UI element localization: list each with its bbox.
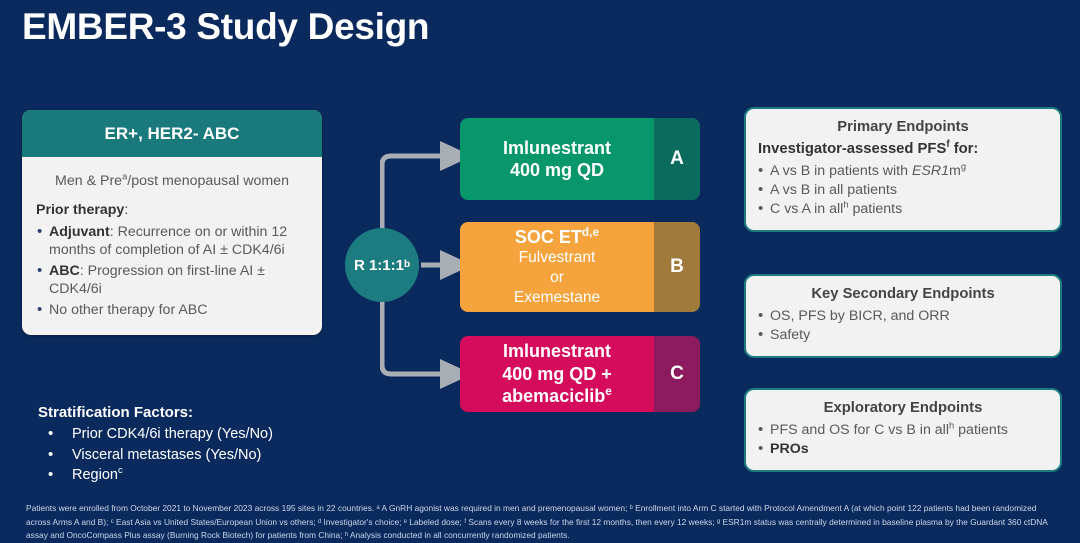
stratification-block: Stratification Factors: Prior CDK4/6i th… (38, 404, 338, 486)
list-item: Adjuvant: Recurrence on or within 12 mon… (36, 222, 308, 260)
treatment-arm-b: SOC ETd,e Fulvestrant or Exemestane B (460, 222, 700, 312)
list-item-text: Safety (770, 326, 811, 343)
primary-endpoints-panel: Primary Endpoints Investigator-assessed … (744, 107, 1062, 232)
arm-a-content: Imlunestrant 400 mg QD (460, 118, 654, 200)
arm-c-combo-text: abemaciclib (502, 386, 606, 407)
primary-endpoints-list: A vs B in patients with ESR1mg A vs B in… (758, 160, 1048, 219)
list-item-text: Region (72, 467, 118, 484)
prior-therapy-label: Prior therapy: (36, 201, 308, 219)
arm-b-title: SOC ETd,e (515, 226, 599, 249)
list-item-text: PFS and OS for C vs B in all (770, 421, 949, 438)
primary-endpoints-subtitle: Investigator-assessed PFSf for: (758, 140, 1048, 160)
arm-c-combo: abemaciclibe (502, 385, 612, 408)
list-item-text: Visceral metastases (Yes/No) (72, 446, 262, 463)
primary-subtitle-post: for: (949, 140, 979, 157)
list-item: A vs B in patients with ESR1mg (758, 160, 1048, 181)
population-card: ER+, HER2- ABC Men & Prea/post menopausa… (22, 110, 322, 336)
list-item-text: C vs A in all (770, 200, 844, 217)
list-item: ABC: Progression on first-line AI ± CDK4… (36, 261, 308, 299)
randomization-label: R 1:1:1 (353, 256, 404, 274)
treatment-arm-a: Imlunestrant 400 mg QD A (460, 118, 700, 200)
list-item-bold: ABC (49, 262, 80, 279)
population-header: ER+, HER2- ABC (22, 110, 322, 157)
list-item: Safety (758, 325, 1048, 345)
list-item: C vs A in allh patients (758, 198, 1048, 219)
list-item: PFS and OS for C vs B in allh patients (758, 420, 1048, 440)
footnote-marker-f: f (946, 138, 950, 150)
list-item-text: : Recurrence on or within 12 months of c… (49, 223, 288, 259)
list-item: No other therapy for ABC (36, 300, 308, 320)
treatment-arm-c: Imlunestrant 400 mg QD + abemaciclibe C (460, 336, 700, 412)
exploratory-endpoints-list: PFS and OS for C vs B in allh patients P… (758, 420, 1048, 459)
gene-name-esr1: ESR1 (911, 162, 950, 179)
arm-c-content: Imlunestrant 400 mg QD + abemaciclibe (460, 336, 654, 412)
prior-therapy-list: Adjuvant: Recurrence on or within 12 mon… (36, 222, 308, 320)
arm-b-content: SOC ETd,e Fulvestrant or Exemestane (460, 222, 654, 312)
arm-b-letter: B (654, 222, 700, 312)
footnote-marker-e: e (605, 384, 612, 399)
secondary-endpoints-panel: Key Secondary Endpoints OS, PFS by BICR,… (744, 274, 1062, 358)
footnotes: Patients were enrolled from October 2021… (26, 503, 1048, 541)
arm-b-title-text: SOC ET (514, 226, 582, 247)
arm-c-dose: 400 mg QD + (502, 363, 612, 384)
population-body: Men & Prea/post menopausal women Prior t… (22, 157, 322, 335)
list-item: A vs B in all patients (758, 180, 1048, 200)
footnote-marker-de: d,e (581, 224, 600, 239)
primary-subtitle-pre: Investigator-assessed PFS (758, 140, 947, 157)
primary-endpoints-title: Primary Endpoints (837, 119, 969, 135)
list-item: OS, PFS by BICR, and ORR (758, 306, 1048, 326)
list-item: Prior CDK4/6i therapy (Yes/No) (38, 423, 338, 445)
list-item-mid: m (949, 162, 961, 179)
list-item: PROs (758, 439, 1048, 459)
population-intro-post: /post menopausal women (127, 173, 289, 189)
list-item-text: A vs B in patients with (770, 162, 912, 179)
arm-b-option-1: Fulvestrant (518, 249, 596, 267)
page-title: EMBER-3 Study Design (22, 6, 430, 47)
secondary-endpoints-list: OS, PFS by BICR, and ORR Safety (758, 306, 1048, 345)
list-item-text: Prior CDK4/6i therapy (Yes/No) (72, 426, 273, 442)
list-item-text: A vs B in all patients (770, 181, 897, 198)
arm-b-option-2: Exemestane (513, 289, 601, 307)
list-item-post: patients (954, 421, 1008, 438)
arm-a-dose: 400 mg QD (509, 160, 605, 180)
stratification-title: Stratification Factors: (38, 404, 194, 421)
exploratory-endpoints-panel: Exploratory Endpoints PFS and OS for C v… (744, 388, 1062, 472)
stratification-list: Prior CDK4/6i therapy (Yes/No) Visceral … (38, 423, 338, 486)
prior-therapy-colon: : (124, 202, 129, 219)
list-item-bold: Adjuvant (49, 223, 110, 240)
arm-c-title: Imlunestrant (502, 341, 612, 362)
arm-a-title: Imlunestrant (502, 137, 612, 158)
list-item-text: : Progression on first-line AI ± CDK4/6i (49, 262, 265, 298)
footnote-marker-h: h (843, 198, 849, 209)
list-item-post: patients (848, 200, 903, 217)
arm-b-option-separator: or (550, 269, 564, 287)
population-intro-pre: Men & Pre (55, 173, 123, 189)
list-item-text: PROs (770, 440, 809, 457)
list-item: Regionc (38, 464, 338, 486)
footnote-marker-h: h (949, 420, 955, 431)
exploratory-endpoints-title: Exploratory Endpoints (823, 400, 983, 416)
list-item: Visceral metastases (Yes/No) (38, 444, 338, 466)
footnote-marker-g: g (960, 160, 967, 171)
arm-c-letter: C (654, 336, 700, 412)
prior-therapy-text: Prior therapy (36, 202, 125, 219)
population-intro: Men & Prea/post menopausal women (36, 169, 308, 201)
footnote-marker-c: c (117, 465, 123, 477)
arm-a-letter: A (654, 118, 700, 200)
list-item-text: OS, PFS by BICR, and ORR (770, 307, 950, 324)
secondary-endpoints-title: Key Secondary Endpoints (811, 286, 995, 302)
list-item-text: No other therapy for ABC (49, 301, 208, 318)
footnote-marker-a: a (122, 171, 128, 182)
